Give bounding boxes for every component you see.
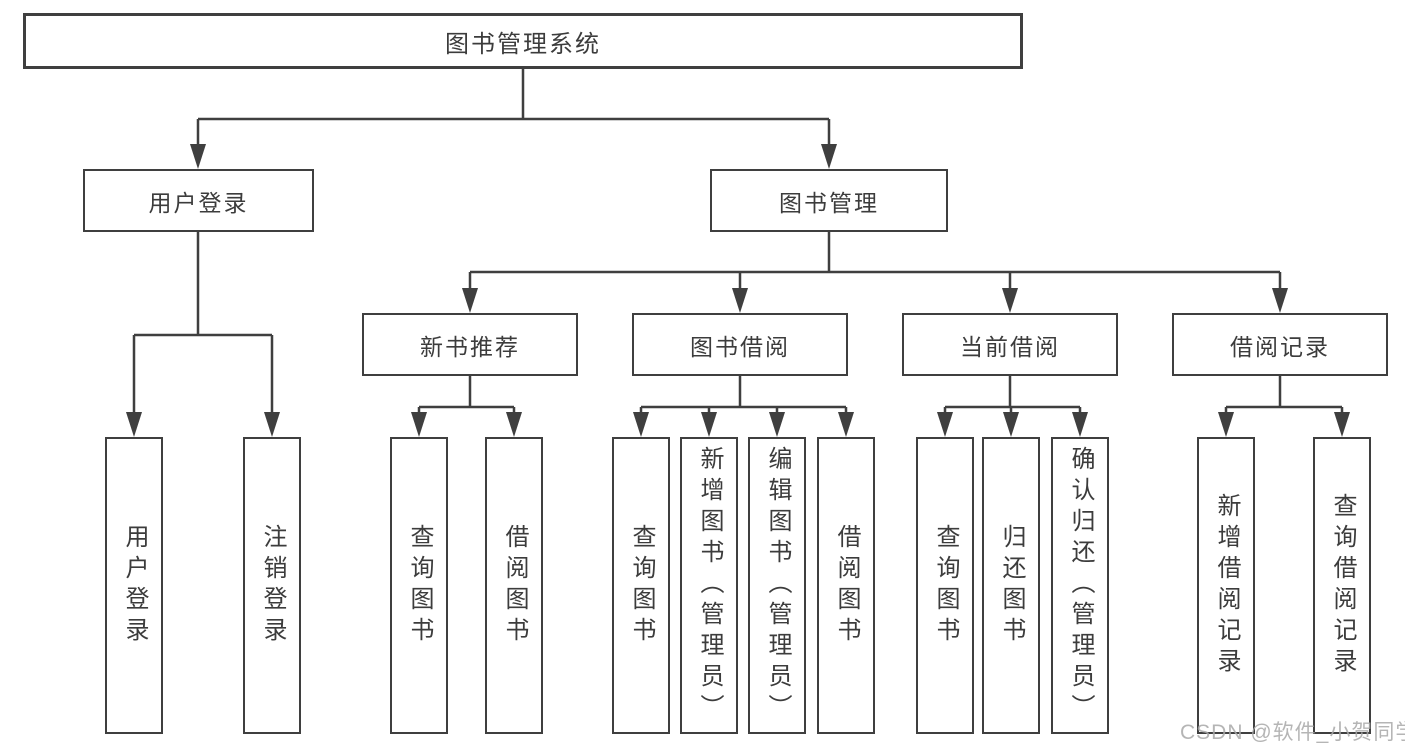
arrow-icon: [937, 412, 953, 437]
arrow-icon: [838, 412, 854, 437]
leaf-label: 借阅图书: [501, 523, 528, 648]
node-library-management-system: 图书管理系统: [23, 13, 1023, 69]
leaf-label: 借阅图书: [833, 523, 860, 648]
arrow-icon: [1002, 288, 1018, 313]
leaf-label: 新增图书（管理员）: [696, 446, 723, 725]
leaf-label: 注销登录: [259, 523, 286, 648]
node-label: 用户登录: [148, 189, 249, 216]
arrowheads: [126, 144, 1350, 437]
arrow-icon: [1334, 412, 1350, 437]
node-new-book-recommend: 新书推荐: [362, 313, 578, 376]
node-label: 当前借阅: [960, 333, 1060, 360]
arrow-icon: [1072, 412, 1088, 437]
connector-current-borrow-to-leaves: [943, 376, 1082, 414]
node-label: 借阅记录: [1230, 333, 1330, 360]
leaf-label: 查询借阅记录: [1329, 492, 1356, 679]
leaf-logout: 注销登录: [243, 437, 301, 734]
connector-book-borrow-to-leaves: [639, 376, 848, 414]
arrow-icon: [1003, 412, 1019, 437]
leaf-label: 查询图书: [628, 523, 655, 648]
node-book-borrowing: 图书借阅: [632, 313, 848, 376]
leaf-query-books: 查询图书: [612, 437, 670, 734]
leaf-borrow-books: 借阅图书: [485, 437, 543, 734]
arrow-icon: [732, 288, 748, 313]
leaf-borrow-books: 借阅图书: [817, 437, 875, 734]
leaf-confirm-return-admin: 确认归还（管理员）: [1051, 437, 1109, 734]
node-current-borrowing: 当前借阅: [902, 313, 1118, 376]
arrow-icon: [769, 412, 785, 437]
leaf-query-books: 查询图书: [390, 437, 448, 734]
node-user-login: 用户登录: [83, 169, 314, 232]
node-borrowing-records: 借阅记录: [1172, 313, 1388, 376]
node-label: 图书管理: [779, 189, 879, 216]
connector-borrow-record-to-leaves: [1224, 376, 1344, 414]
arrow-icon: [190, 144, 206, 169]
leaf-add-books-admin: 新增图书（管理员）: [680, 437, 738, 734]
leaf-label: 用户登录: [121, 523, 148, 648]
leaf-query-books: 查询图书: [916, 437, 974, 734]
csdn-watermark: CSDN @软件_小贺同学: [1180, 721, 1405, 744]
connector-user-login-to-leaves: [132, 232, 274, 414]
arrow-icon: [701, 412, 717, 437]
connector-new-book-to-leaves: [417, 376, 516, 414]
arrow-icon: [264, 412, 280, 437]
arrow-icon: [411, 412, 427, 437]
leaf-label: 查询图书: [406, 523, 433, 648]
leaf-add-borrow-record: 新增借阅记录: [1197, 437, 1255, 734]
connector-root-to-level1: [196, 69, 831, 146]
leaf-user-login: 用户登录: [105, 437, 163, 734]
leaf-label: 新增借阅记录: [1213, 492, 1240, 679]
arrow-icon: [462, 288, 478, 313]
arrow-icon: [126, 412, 142, 437]
leaf-label: 编辑图书（管理员）: [764, 446, 791, 725]
node-label: 新书推荐: [420, 333, 520, 360]
arrow-icon: [633, 412, 649, 437]
leaf-return-books: 归还图书: [982, 437, 1040, 734]
leaf-query-borrow-record: 查询借阅记录: [1313, 437, 1371, 734]
leaf-label: 确认归还（管理员）: [1067, 446, 1094, 725]
arrow-icon: [821, 144, 837, 169]
node-book-management: 图书管理: [710, 169, 948, 232]
node-label: 图书管理系统: [445, 30, 601, 58]
leaf-edit-books-admin: 编辑图书（管理员）: [748, 437, 806, 734]
arrow-icon: [1272, 288, 1288, 313]
leaf-label: 归还图书: [998, 523, 1025, 648]
connector-book-mgmt-to-level2: [468, 232, 1282, 290]
leaf-label: 查询图书: [932, 523, 959, 648]
node-label: 图书借阅: [690, 333, 790, 360]
arrow-icon: [1218, 412, 1234, 437]
arrow-icon: [506, 412, 522, 437]
